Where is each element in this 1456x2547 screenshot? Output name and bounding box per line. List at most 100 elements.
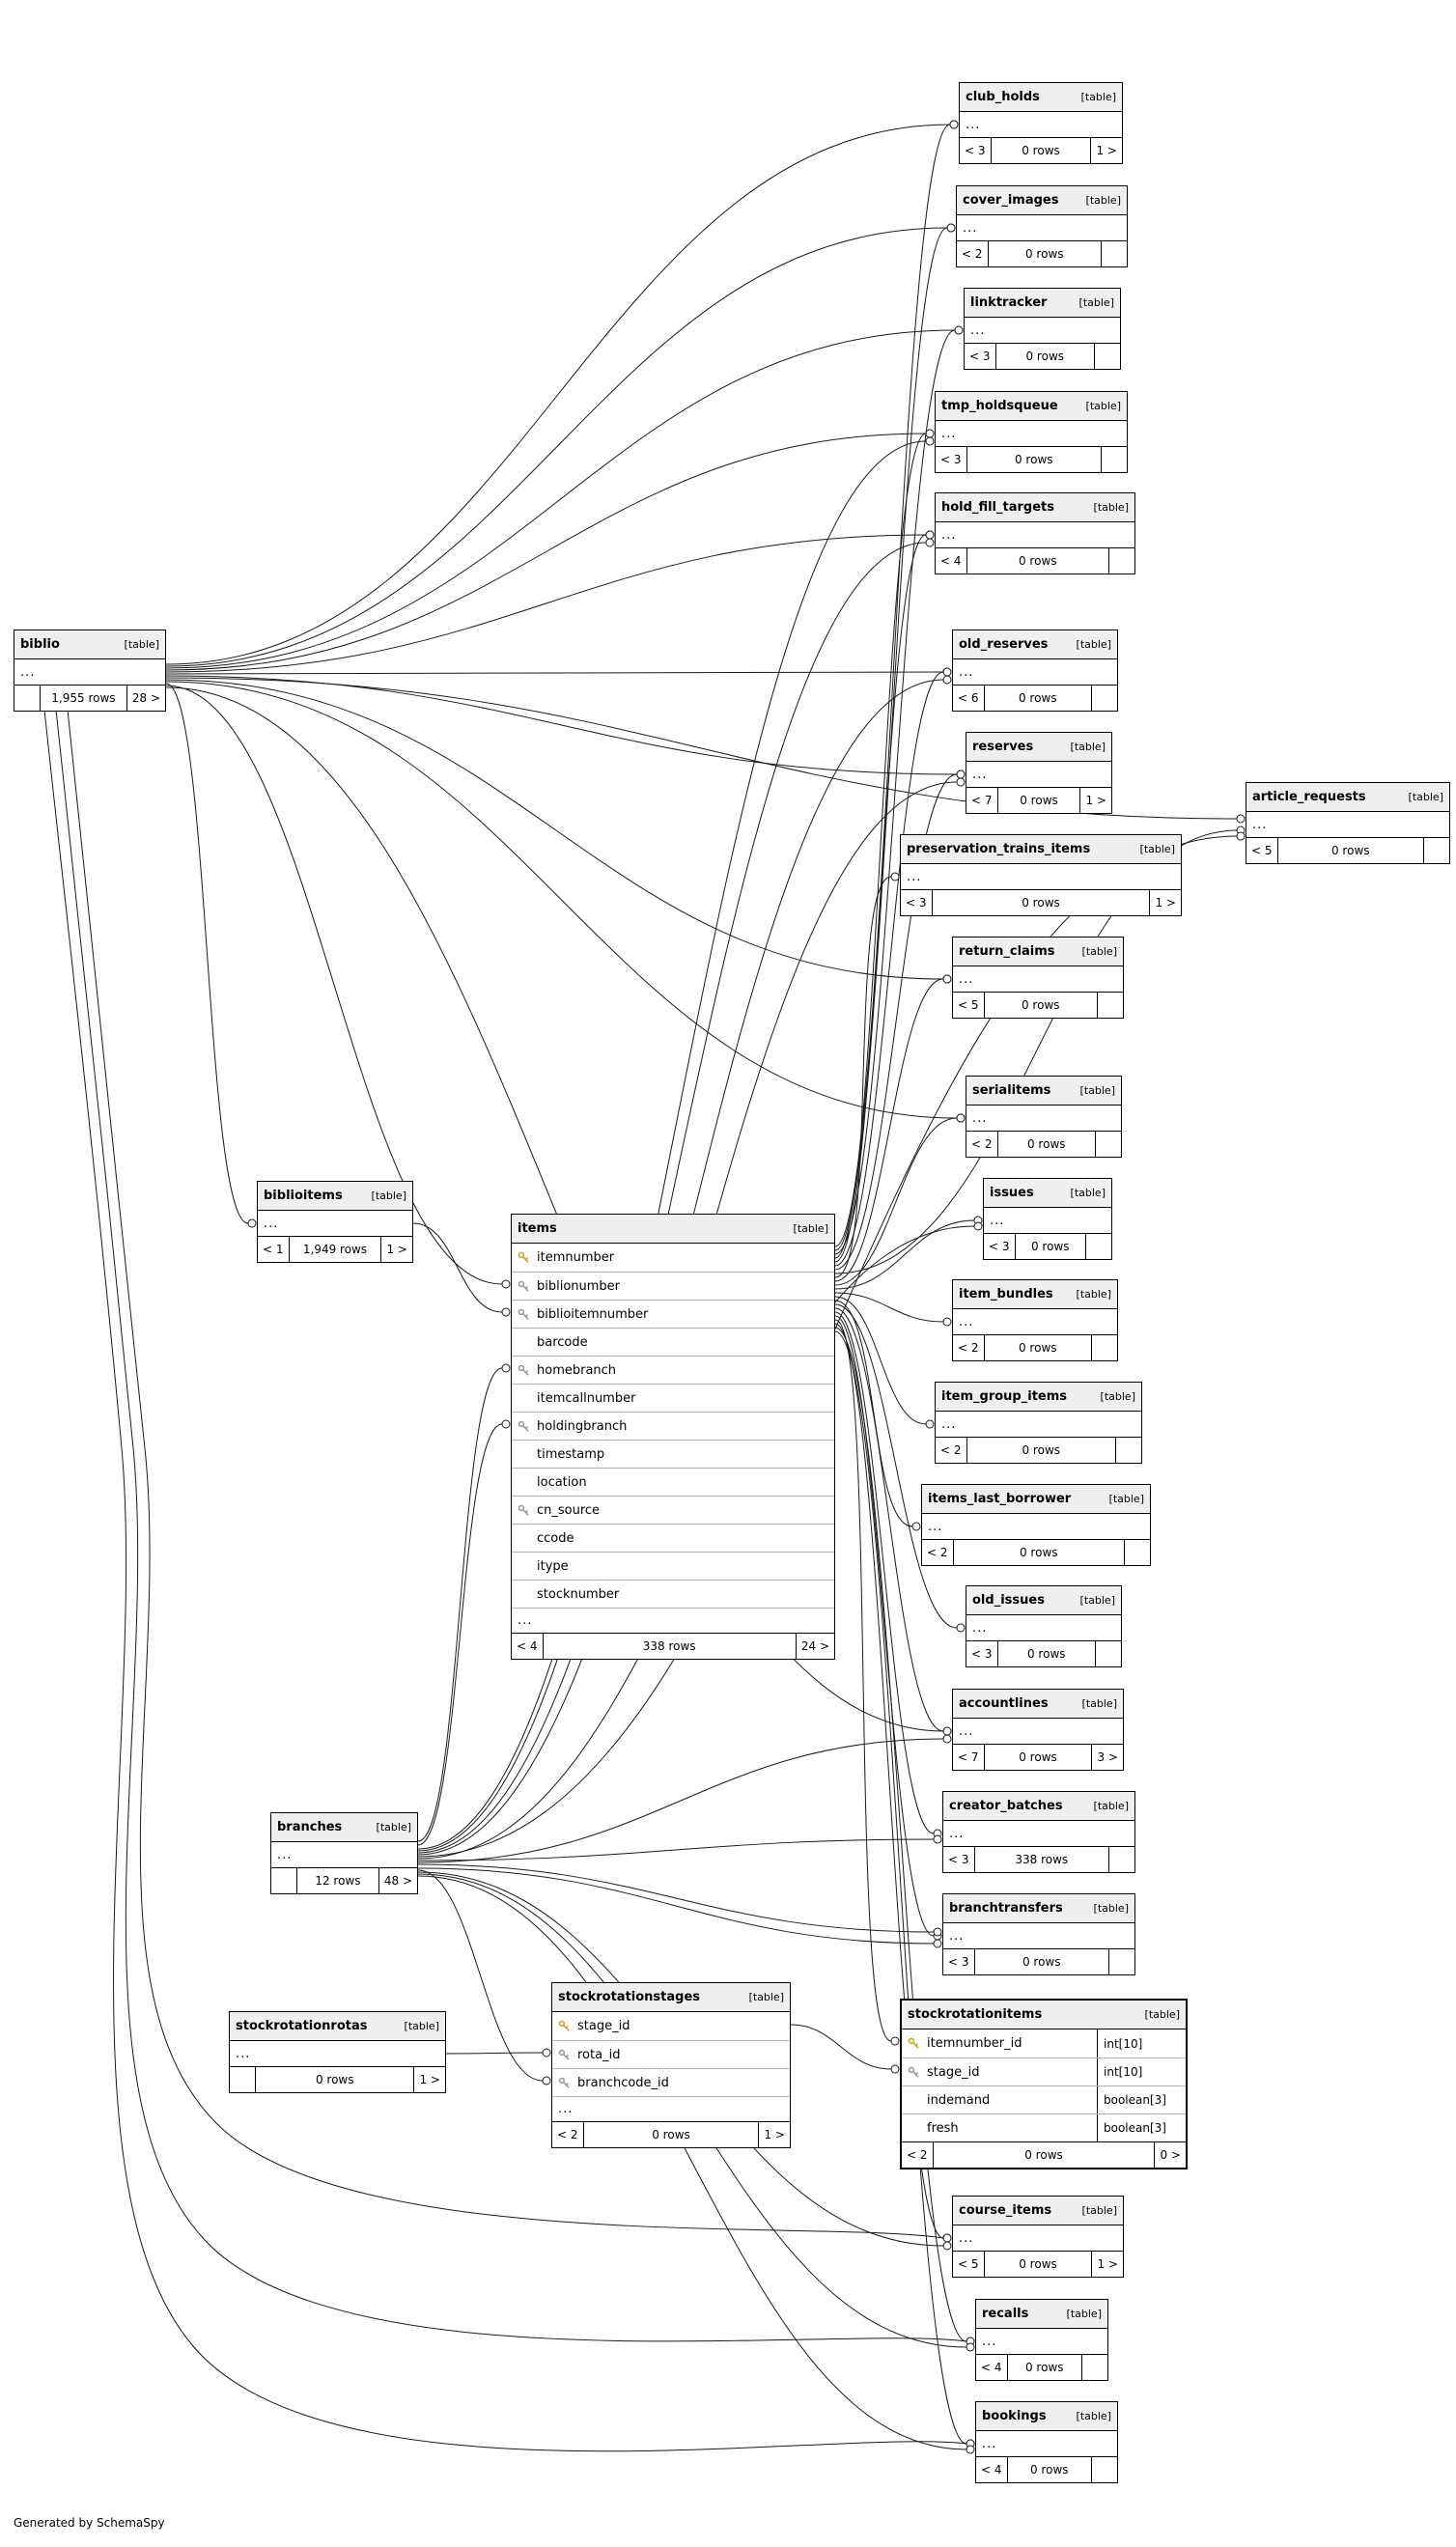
table-type-label: [table] [376,1821,411,1833]
table-header: club_holds[table] [960,83,1122,112]
table-name: return_claims [959,944,1055,959]
footer-row-count: 338 rows [973,1847,1109,1872]
column-type: boolean[3] [1097,2086,1180,2113]
edge-endpoint-circle [925,1419,935,1429]
footer-row-count: 0 rows [973,1949,1109,1974]
table-name: branches [277,1820,343,1834]
edge-endpoint-circle [890,872,900,882]
footer-row-count: 0 rows [987,241,1102,266]
table-name: accountlines [959,1696,1049,1711]
footer-children: 1 > [764,2128,785,2141]
column-row-ccode: ccode [512,1524,834,1552]
ellipsis-row: ... [941,527,957,543]
relationship-edge [834,1303,958,1629]
table-type-label: [table] [404,2020,439,2032]
ellipsis-row: ... [959,1723,974,1739]
table-type-label: [table] [1080,91,1116,103]
relationship-edge [445,2052,544,2055]
table-type-label: [table] [1108,1493,1144,1505]
footer-row-count: 0 rows [255,2067,415,2092]
ellipsis-row: ... [972,767,988,782]
edge-endpoint-circle [956,1113,966,1123]
column-name: stage_id [927,2064,980,2080]
edge-endpoint-circle [890,2036,900,2046]
column-name: barcode [537,1334,588,1350]
footer-parents: < 2 [962,247,983,261]
footer-children: 1 > [419,2073,440,2086]
footer-row-count: 0 rows [983,686,1092,711]
relationship-edge [165,534,927,673]
column-row-stage_id: stage_id [552,2012,790,2040]
column-type: int[10] [1097,2029,1180,2057]
table-name: items_last_borrower [928,1492,1072,1506]
edge-endpoint-circle [925,436,935,446]
footer-row-count: 0 rows [983,993,1098,1018]
table-type-label: [table] [371,1190,406,1202]
table-type-label: [table] [1139,843,1175,855]
table-header: reserves[table] [966,733,1111,762]
relationship-edge [834,1296,927,1425]
footer-parents: < 5 [1251,844,1273,857]
ellipsis-row: ... [941,426,957,441]
table-header: branchtransfers[table] [943,1894,1134,1923]
edge-endpoint-circle [911,1522,921,1531]
footer-parents: < 2 [940,1443,962,1457]
table-name: old_reserves [959,637,1049,652]
edge-endpoint-circle [942,1317,952,1327]
footer-parents: < 7 [958,1750,979,1764]
table-header: items_last_borrower [table] [922,1485,1150,1514]
footer-row-count: 0 rows [983,1745,1093,1770]
table-type-label: [table] [1093,1800,1129,1812]
edge-endpoint-circle [247,1218,257,1228]
edge-endpoint-circle [542,2048,551,2057]
relationship-edge [834,978,944,1282]
footer-row-count: 0 rows [1006,2355,1082,2380]
ellipsis-row: ... [928,1519,943,1534]
edge-endpoint-circle [966,2342,975,2352]
footer-children [1102,241,1127,266]
table-type-label: [table] [1408,791,1443,803]
relationship-edge [834,671,944,1267]
edge-endpoint-circle [501,1279,511,1289]
relationship-edge [417,1869,544,2082]
key-icon-slot [908,2037,927,2050]
table-header: item_group_items[table] [936,1383,1141,1412]
footer-row-count: 0 rows [952,1540,1125,1565]
